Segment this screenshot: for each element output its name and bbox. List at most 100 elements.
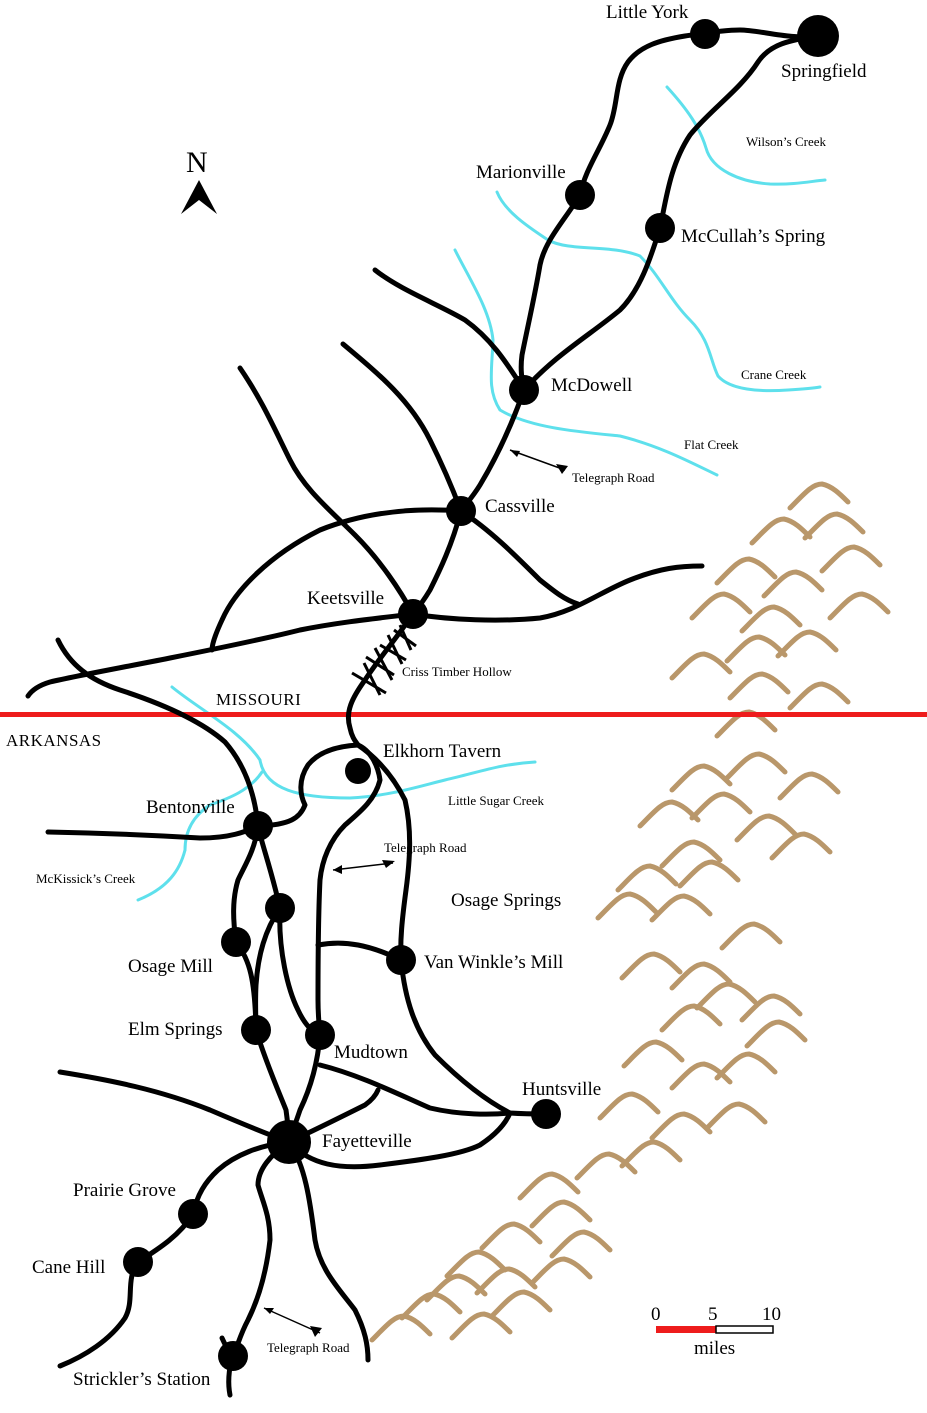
road-canehill-south: [57, 1259, 141, 1369]
mountain-ridge-icon: [615, 863, 679, 893]
mountain-ridge-icon: [714, 556, 778, 586]
mountain-ridge-icon: [474, 1266, 538, 1296]
mountain-ridge-icon: [802, 511, 866, 541]
arrow-icon: [332, 860, 395, 874]
road-vanwinkle-huntsville: [398, 957, 549, 1117]
mountain-ridge-icon: [669, 1061, 733, 1091]
mountain-ridge-icon: [761, 569, 825, 599]
label-little-york: Little York: [606, 2, 689, 23]
town-marker-van-winkles-mill: [386, 945, 416, 975]
scale-tick-10: 10: [762, 1304, 781, 1325]
mountain-ridge-icon: [677, 859, 741, 889]
road-keetsville-elkhorn: [345, 611, 416, 748]
label-mckissicks-creek: McKissick’s Creek: [36, 871, 136, 886]
road-bentonville-west: [45, 823, 261, 841]
town-markers: [123, 15, 839, 1371]
mountain-ridge-icon: [689, 791, 753, 821]
mountain-ridge-icon: [479, 1221, 543, 1251]
mountain-ridge-icon: [649, 1111, 713, 1141]
label-mcdowell: McDowell: [551, 375, 632, 396]
flat-creek-line: [453, 248, 719, 477]
label-cane-hill: Cane Hill: [32, 1257, 105, 1278]
label-springfield: Springfield: [781, 61, 867, 82]
label-telegraph-road-3: Telegraph Road: [267, 1340, 350, 1355]
scale-unit: miles: [694, 1338, 735, 1359]
label-telegraph-road-1: Telegraph Road: [572, 470, 655, 485]
town-marker-unnamed: [265, 893, 295, 923]
label-telegraph-road-2: Telegraph Road: [384, 840, 467, 855]
label-fayetteville: Fayetteville: [322, 1131, 412, 1152]
label-cassville: Cassville: [485, 496, 555, 517]
creeks: [136, 85, 827, 902]
label-marionville: Marionville: [476, 162, 566, 183]
label-osage-springs: Osage Springs: [451, 890, 561, 911]
road-nw-cassville: [340, 341, 464, 514]
mountain-ridge-icon: [734, 813, 798, 843]
mountain-ridge-icon: [714, 1051, 778, 1081]
label-elm-springs: Elm Springs: [128, 1019, 222, 1040]
mountain-ridge-icon: [637, 799, 701, 829]
label-bentonville: Bentonville: [146, 797, 235, 818]
roads: [25, 27, 821, 1398]
road-node-mudtown: [277, 905, 323, 1038]
town-marker-stricklers-station: [218, 1341, 248, 1371]
feature-labels: Wilson’s Creek Crane Creek Flat Creek Te…: [36, 134, 826, 1355]
label-prairie-grove: Prairie Grove: [73, 1180, 176, 1201]
mountain-ridge-icon: [619, 951, 683, 981]
label-criss-timber-hollow: Criss Timber Hollow: [402, 664, 512, 679]
mountain-ridge-icon: [369, 1313, 433, 1343]
telegraph-road-arrows: [263, 449, 568, 1337]
road-elkhorn-loop: [255, 742, 361, 829]
mountain-ridge-icon: [529, 1256, 593, 1286]
road-fayetteville-strickler: [230, 1139, 292, 1359]
road-nw-bentonville: [55, 637, 261, 829]
road-springfield-littleyork: [577, 27, 821, 198]
scale-bar: 0 5 10 miles: [651, 1304, 781, 1359]
label-little-sugar-creek: Little Sugar Creek: [448, 793, 545, 808]
state-label-arkansas: ARKANSAS: [6, 731, 102, 750]
label-mccullahs-spring: McCullah’s Spring: [681, 226, 826, 247]
state-border-line: [0, 712, 927, 717]
mountain-ridge-icon: [724, 751, 788, 781]
mountain-ridge-icon: [529, 1199, 593, 1229]
road-node-elmsprings: [253, 905, 283, 1033]
label-flat-creek: Flat Creek: [684, 437, 739, 452]
mountain-ridge-icon: [449, 1311, 513, 1341]
criss-timber-hollow-barricade: [351, 624, 417, 696]
label-wilsons-creek: Wilson’s Creek: [746, 134, 826, 149]
mountain-ridge-icon: [744, 1019, 808, 1049]
label-van-winkles-mill: Van Winkle’s Mill: [424, 952, 563, 973]
mountain-ridge-icon: [827, 591, 891, 621]
mountain-ridge-icon: [597, 1091, 661, 1121]
scale-segment-red: [656, 1326, 716, 1333]
mountain-ridge-icon: [724, 634, 788, 664]
mountain-ridge-icon: [694, 981, 758, 1011]
road-fayetteville-southeast: [286, 1139, 371, 1363]
mountain-ridge-icon: [704, 1101, 768, 1131]
mountain-ridge-icon: [424, 1273, 488, 1303]
road-fayetteville-prairiegrove: [190, 1139, 292, 1217]
road-mudtown-huntsville: [317, 1062, 513, 1117]
arrow-icon: [509, 449, 568, 474]
scale-tick-5: 5: [708, 1304, 718, 1325]
mountain-ridge-icon: [787, 481, 851, 511]
town-marker-little-york: [690, 19, 720, 49]
scale-segment-white: [715, 1325, 774, 1334]
road-fayetteville-west: [57, 1069, 292, 1145]
town-labels: Little York Springfield Marionville McCu…: [32, 2, 867, 1390]
town-marker-fayetteville: [267, 1120, 311, 1164]
mountain-ridge-icon: [769, 831, 833, 861]
mountain-ridge-icon: [621, 1039, 685, 1069]
mountain-ridge-icon: [574, 1151, 638, 1181]
road-bentonville-osage: [231, 823, 261, 945]
town-marker-cassville: [446, 496, 476, 526]
scale-tick-0: 0: [651, 1304, 661, 1325]
road-keetsville-west: [25, 611, 416, 699]
road-mccullah-mcdowell: [521, 225, 663, 393]
mountain-ridge-icon: [689, 591, 753, 621]
road-fayetteville-ne: [286, 1087, 381, 1145]
label-huntsville: Huntsville: [522, 1079, 601, 1100]
mountain-ridge-icon: [619, 1139, 683, 1169]
mountain-range: [369, 481, 891, 1343]
